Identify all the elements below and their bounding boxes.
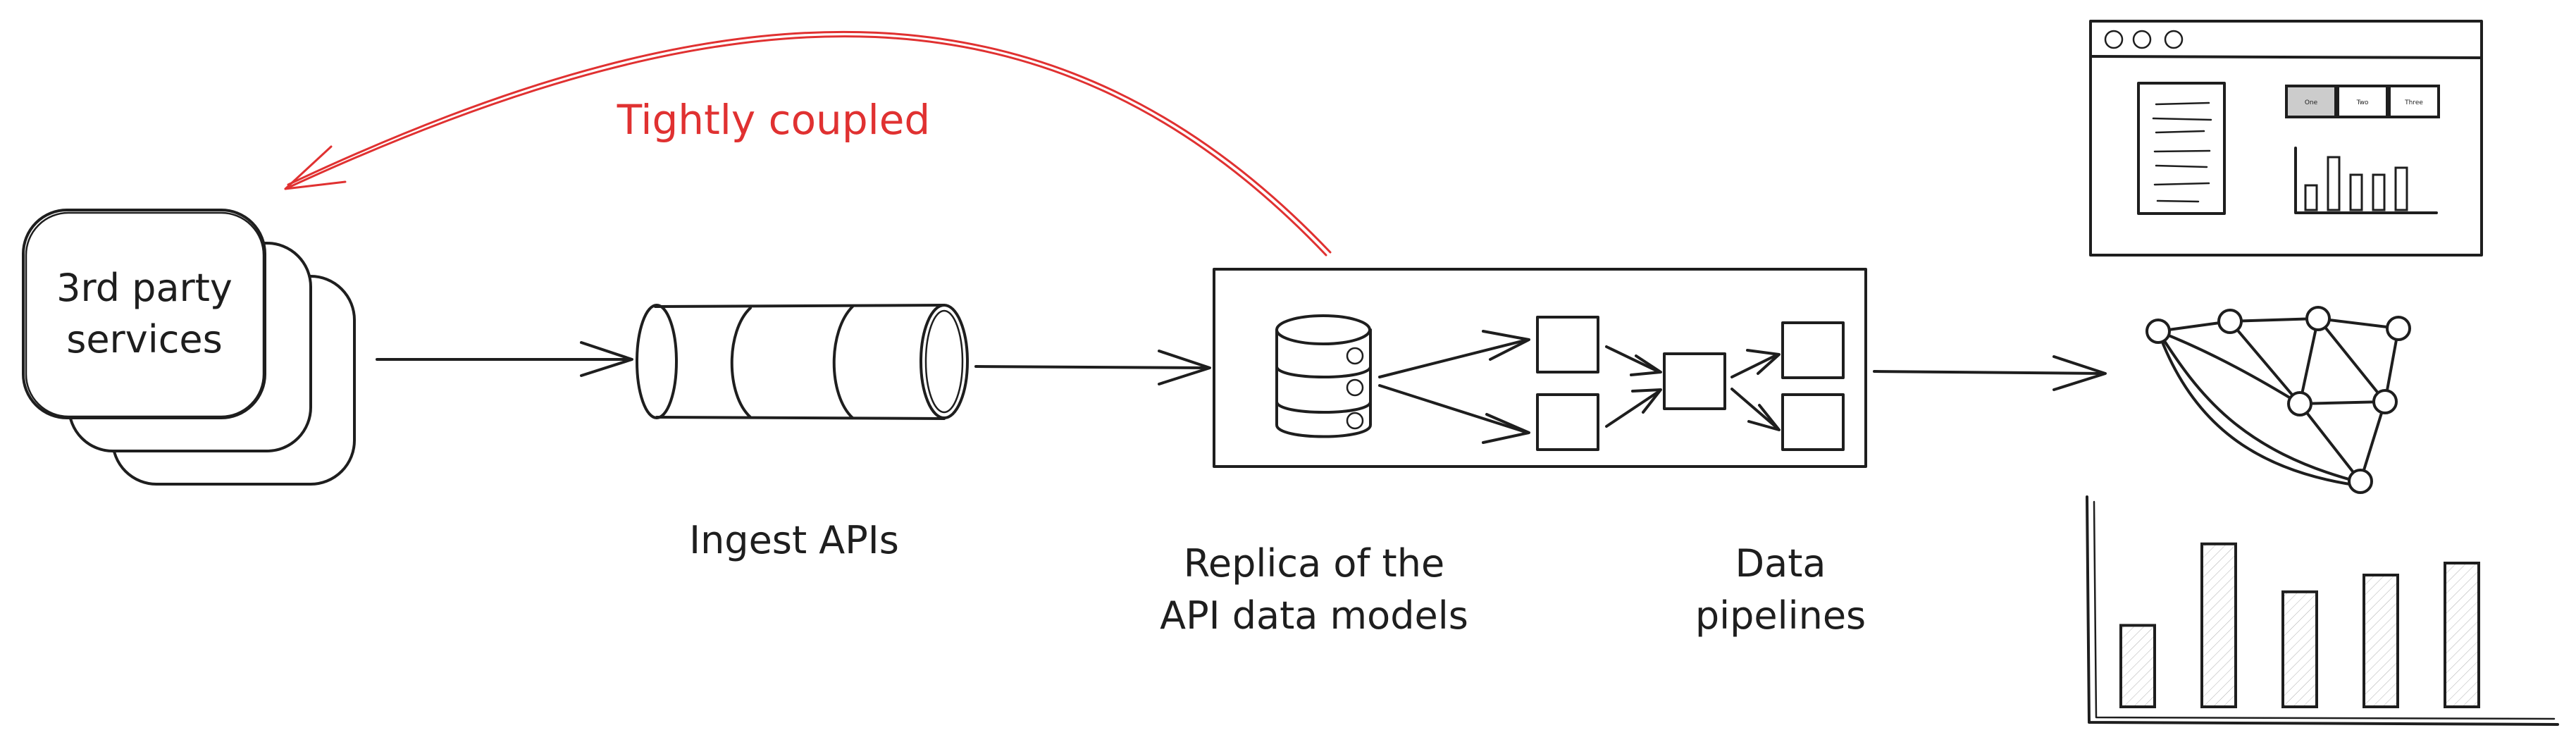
pipeline-step-b [1536,393,1599,451]
dashboard-mini-chart [2304,156,2408,211]
arrow-services-to-ingest [376,341,633,377]
pipelines-label-line2: pipelines [1695,593,1866,638]
database-icon [1275,314,1372,438]
dashboard-tab-one-label: One [2305,99,2318,106]
mini-bars-bar-3 [2349,173,2363,211]
arrow-pipeline-to-outputs [1873,355,2107,391]
service-card-front [22,209,266,419]
dashboard-tab-three[interactable] [2388,85,2440,118]
pipelines-label-line1: Data [1735,541,1826,586]
network-graph-icon [2145,306,2411,494]
replica-pipeline-container [1213,268,1867,468]
replica-label-line2: API data models [1160,593,1468,638]
tightly-coupled-label: Tightly coupled [617,96,931,144]
bar-chart-icon [2086,495,2559,726]
ingest-apis-label: Ingest APIs [689,518,899,562]
pipeline-step-c [1663,352,1726,410]
big-bars-bar-5 [2444,562,2480,708]
dashboard-tab-two[interactable] [2336,85,2389,118]
replica-label-line1: Replica of the [1184,541,1444,586]
pipeline-step-e [1781,393,1845,451]
third-party-services: 3rd party services [22,209,356,486]
big-bars-bar-4 [2363,574,2399,708]
big-bars-bar-3 [2281,590,2318,708]
third-party-label-line1: 3rd party [56,266,233,310]
arrow-ingest-to-replica [974,350,1211,385]
dashboard-window-icon: One Two Three [2089,20,2483,257]
mini-bars-bar-5 [2394,166,2408,211]
pipeline-step-a [1536,316,1599,374]
dashboard-tab-three-label: Three [2404,99,2423,106]
mini-bars-bar-4 [2372,173,2386,211]
tightly-coupled-arrow [284,30,1332,257]
third-party-label-line2: services [66,317,223,362]
pipeline-step-d [1781,321,1845,379]
cylinder-icon [636,304,969,420]
dashboard-tab-two-label: Two [2356,99,2369,106]
mini-bars-bar-1 [2304,184,2318,211]
dashboard-tab-one[interactable] [2285,85,2337,118]
mini-bars-bar-2 [2327,156,2341,211]
big-bars-bar-2 [2200,542,2237,708]
bar-chart-bars [2119,542,2480,709]
big-bars-bar-1 [2119,624,2156,709]
